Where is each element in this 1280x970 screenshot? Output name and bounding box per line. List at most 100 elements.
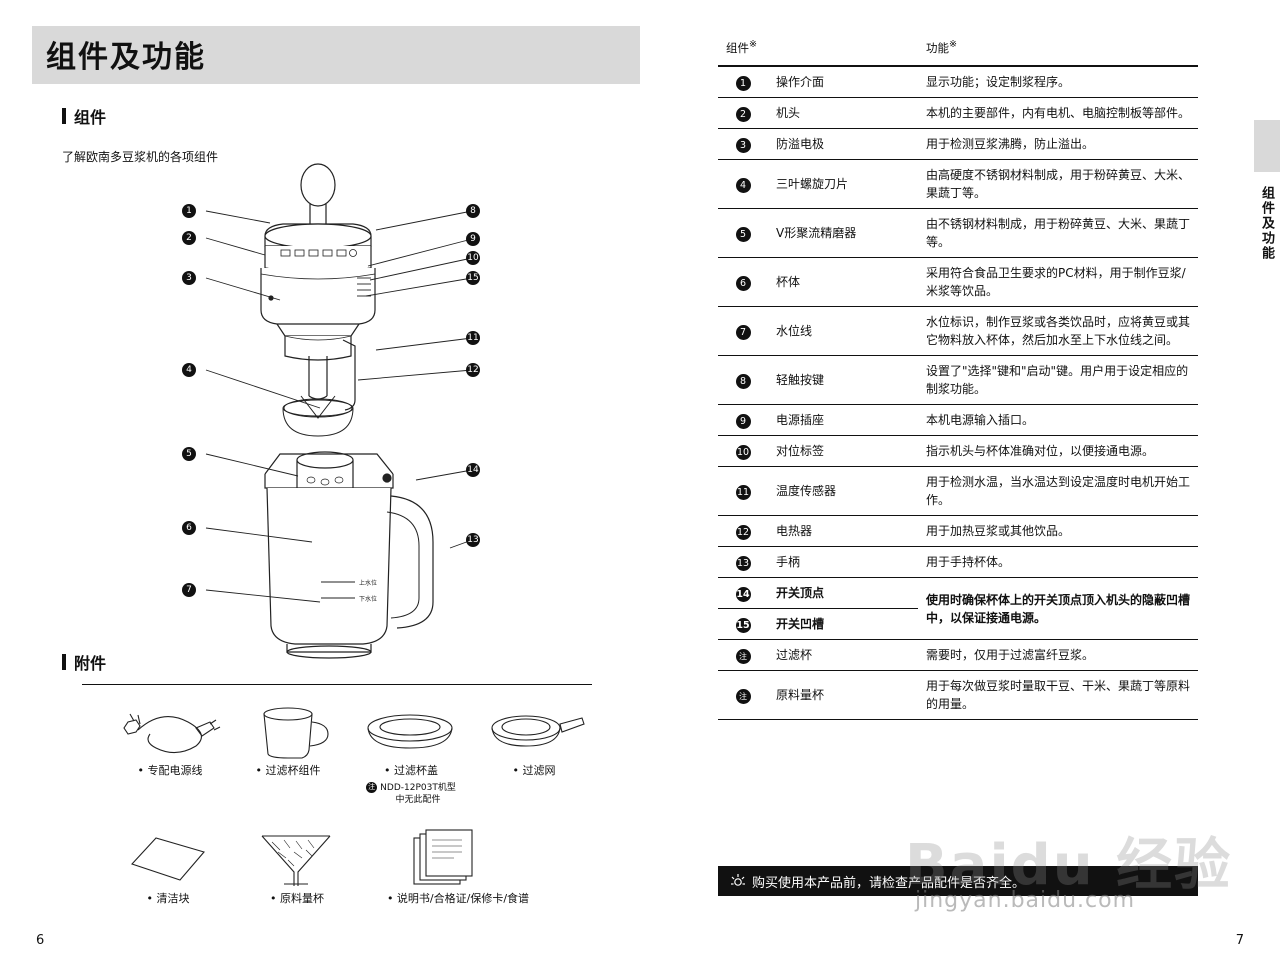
row-desc: 显示功能；设定制浆程序。 [918, 66, 1198, 99]
jug-mark-upper: 上水位 [359, 579, 377, 587]
accessory-caption: • 专配电源线 [137, 764, 203, 777]
accessory-filter-lid: • 过滤杯盖 注 NDD-12P03T机型 中无此配件 [346, 700, 476, 806]
row-desc: 由不锈钢材料制成，用于粉碎黄豆、大米、果蔬丁等。 [918, 208, 1198, 259]
left-page: 组件及功能 组件 了解欧南多豆浆机的各项组件 [32, 26, 640, 948]
row-desc: 本机电源输入插口。 [918, 404, 1198, 437]
row-desc: 用于加热豆浆或其他饮品。 [918, 515, 1198, 548]
row-name: 过滤杯 [768, 639, 918, 672]
row-name: 轻触按键 [768, 355, 918, 406]
row-desc: 用于检测豆浆沸腾，防止溢出。 [918, 128, 1198, 161]
accessory-caption: • 说明书/合格证/保修卡/食谱 [386, 892, 530, 905]
section-components: 组件 [62, 104, 106, 128]
blender-head-illustration [260, 163, 376, 437]
callout-9: 9 [466, 232, 480, 246]
filter-lid-icon [367, 714, 453, 749]
row-desc: 采用符合食品卫生要求的PC材料，用于制作豆浆/米浆等饮品。 [918, 257, 1198, 308]
table-header-row: 组件※ 功能※ [718, 32, 1198, 68]
row-desc: 用于检测水温，当水温达到设定温度时电机开始工作。 [918, 466, 1198, 517]
section-components-label: 组件 [74, 108, 107, 127]
row-desc: 设置了"选择"键和"启动"键。用户用于设定相应的制浆功能。 [918, 355, 1198, 406]
row-desc: 由高硬度不锈钢材料制成，用于粉碎黄豆、大米、果蔬丁等。 [918, 159, 1198, 210]
row-badge: 14 [718, 577, 768, 610]
row-name: 水位线 [768, 306, 918, 357]
jug-mark-lower: 下水位 [359, 595, 377, 603]
row-name: 三叶螺旋刀片 [768, 159, 918, 210]
section-accessories-label: 附件 [74, 654, 107, 673]
table-header-components: 组件※ [718, 32, 918, 68]
row-name: 开关凹槽 [768, 608, 918, 641]
accessory-power-cord: • 专配电源线 [110, 700, 230, 778]
watermark-secondary: jingyan.baidu.com [915, 888, 1136, 913]
accessory-manual: • 说明书/合格证/保修卡/食谱 [358, 828, 558, 906]
page-title: 组件及功能 [46, 40, 206, 75]
table-header-function: 功能※ [918, 32, 1198, 68]
attention-icon [731, 874, 745, 886]
row-badge: 3 [718, 128, 768, 161]
section-accessories: 附件 [62, 650, 106, 674]
row-badge: 11 [718, 466, 768, 517]
row-badge: 15 [718, 608, 768, 641]
row-name: V形聚流精磨器 [768, 208, 918, 259]
table-row: 注原料量杯用于每次做豆浆时量取干豆、干米、果蔬丁等原料的用量。 [718, 670, 1198, 721]
row-badge: 5 [718, 208, 768, 259]
row-name: 对位标签 [768, 435, 918, 468]
row-badge: 注 [718, 670, 768, 721]
accessory-filter-cup: • 过滤杯组件 [228, 700, 348, 778]
row-name: 原料量杯 [768, 670, 918, 721]
row-badge: 13 [718, 546, 768, 579]
section-tab [1254, 120, 1280, 172]
accessory-caption: • 过滤网 [512, 764, 556, 777]
manual-icon [413, 829, 473, 885]
row-badge: 6 [718, 257, 768, 308]
accessory-caption: • 过滤杯组件 [255, 764, 321, 777]
row-name: 杯体 [768, 257, 918, 308]
section-tab-label: 组件及功能 [1259, 186, 1274, 261]
row-desc: 本机的主要部件，内有电机、电脑控制板等部件。 [918, 97, 1198, 130]
callout-4: 4 [182, 363, 196, 377]
row-badge: 1 [718, 66, 768, 99]
title-band [32, 26, 640, 84]
components-intro: 了解欧南多豆浆机的各项组件 [62, 150, 219, 164]
accessory-caption: • 原料量杯 [270, 892, 324, 905]
row-badge: 7 [718, 306, 768, 357]
accessory-note: NDD-12P03T机型 中无此配件 [380, 783, 456, 806]
callout-6: 6 [182, 521, 196, 535]
callout-10: 10 [466, 251, 480, 265]
left-page-number: 6 [36, 933, 45, 948]
row-badge: 12 [718, 515, 768, 548]
clean-block-icon [131, 837, 205, 881]
row-name: 防溢电极 [768, 128, 918, 161]
filter-cup-icon [263, 707, 329, 759]
note-badge-icon: 注 [366, 782, 378, 793]
right-page-number: 7 [1235, 933, 1244, 948]
row-desc: 使用时确保杯体上的开关顶点顶入机头的隐蔽凹槽中，以保证接通电源。 [918, 577, 1198, 641]
row-name: 手柄 [768, 546, 918, 579]
accessory-clean-block: • 清洁块 [108, 828, 228, 906]
row-name: 电源插座 [768, 404, 918, 437]
callout-13: 13 [466, 533, 480, 547]
section-bar-icon [62, 108, 66, 124]
row-desc: 用于手持杯体。 [918, 546, 1198, 579]
row-badge: 注 [718, 639, 768, 672]
row-name: 操作介面 [768, 66, 918, 99]
row-badge: 2 [718, 97, 768, 130]
row-desc: 水位标识，制作豆浆或各类饮品时，应将黄豆或其它物料放入杯体，然后加水至上下水位线… [918, 306, 1198, 357]
callout-14: 14 [466, 463, 480, 477]
row-desc: 需要时，仅用于过滤富纤豆浆。 [918, 639, 1198, 672]
accessory-caption: • 过滤杯盖 [384, 764, 438, 777]
